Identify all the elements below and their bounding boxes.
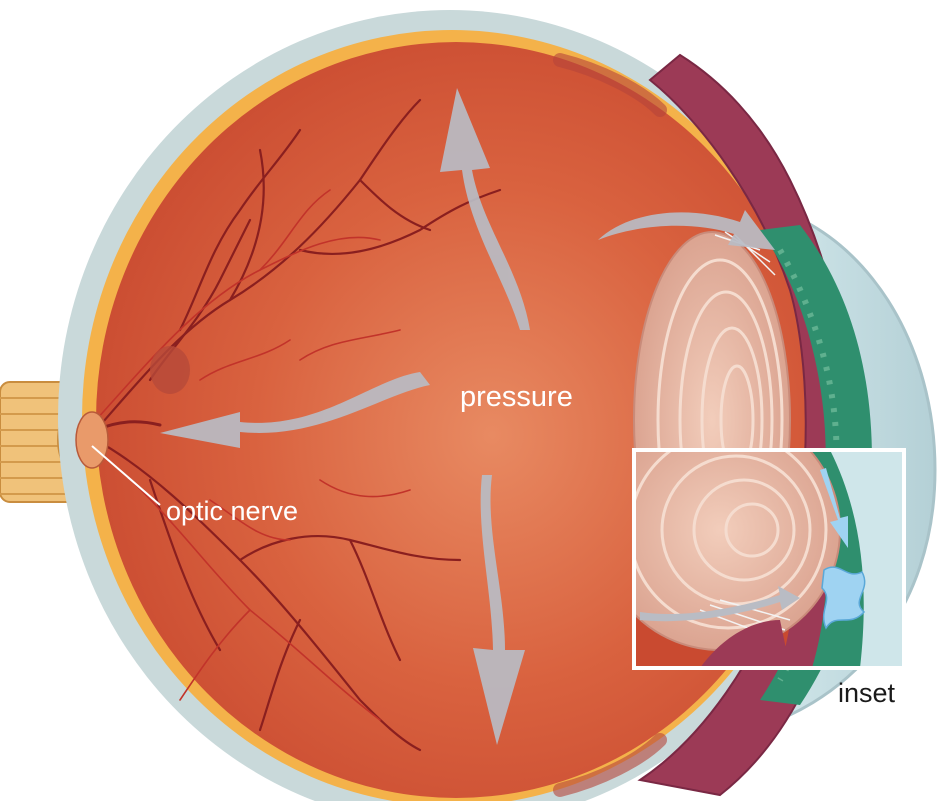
pressure-arrow-left (160, 372, 430, 448)
inset-detail (632, 448, 906, 670)
optic-nerve-label: optic nerve (166, 496, 299, 526)
pressure-arrows (160, 88, 775, 745)
pressure-label: pressure (460, 381, 573, 413)
optic-disc (75, 411, 109, 469)
fluid-flow-arrow (820, 468, 848, 548)
pressure-arrow-up (440, 88, 530, 330)
macula (150, 346, 190, 394)
pressure-arrow-right (598, 210, 775, 250)
fluid-wave (821, 566, 866, 630)
inset-frame (632, 448, 906, 670)
inset-label: inset (838, 678, 896, 708)
pressure-arrow-down (473, 475, 525, 745)
optic-nerve-pointer (91, 445, 161, 506)
